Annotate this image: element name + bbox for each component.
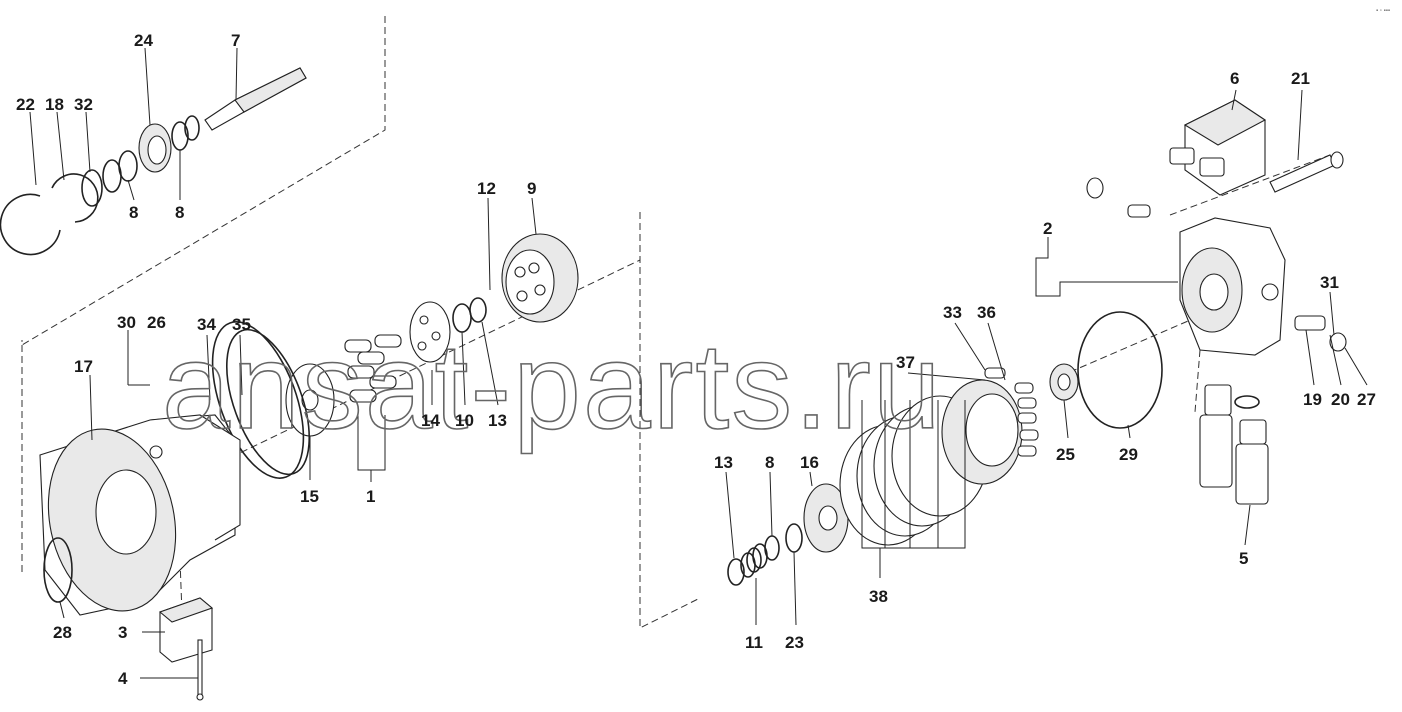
rear-cover [1179, 217, 1286, 356]
callout-4: 4 [118, 669, 128, 688]
callout-23: 23 [785, 633, 804, 652]
callout-12: 12 [477, 179, 496, 198]
callout-13a: 13 [488, 411, 507, 430]
callout-30: 30 [117, 313, 136, 332]
callout-33: 33 [943, 303, 962, 322]
callout-24: 24 [134, 31, 153, 50]
brake-assembly [727, 311, 1163, 586]
corner-mark: ▪ ▫ ▪▪▪ [1376, 8, 1390, 14]
callout-14: 14 [421, 411, 440, 430]
callout-11: 11 [745, 633, 763, 652]
callout-6: 6 [1230, 69, 1239, 88]
callout-28: 28 [53, 623, 72, 642]
relief-valves [1199, 384, 1269, 505]
callout-7: 7 [231, 31, 240, 50]
callout-34: 34 [197, 315, 216, 334]
callout-22: 22 [16, 95, 35, 114]
pistons [344, 334, 402, 403]
rotary-group [211, 233, 579, 479]
callout-5: 5 [1239, 549, 1248, 568]
brake-springs [984, 367, 1039, 457]
leader-lines [29, 47, 1368, 679]
callout-21: 21 [1291, 69, 1310, 88]
callout-labels: 22 18 32 24 7 8 8 12 9 30 26 34 35 17 14… [16, 31, 1376, 688]
callout-38: 38 [869, 587, 888, 606]
callout-8a: 8 [129, 203, 138, 222]
callout-17: 17 [74, 357, 93, 376]
callout-9: 9 [527, 179, 536, 198]
bolt-21 [1269, 151, 1344, 193]
callout-36: 36 [977, 303, 996, 322]
callout-35: 35 [232, 315, 251, 334]
counterbalance-valve [1169, 99, 1267, 196]
callout-1: 1 [366, 487, 375, 506]
callout-16: 16 [800, 453, 819, 472]
shaft-assembly [0, 67, 307, 256]
callout-2: 2 [1043, 219, 1052, 238]
watermark-text: ansat-parts.ru [162, 318, 943, 454]
callout-26: 26 [147, 313, 166, 332]
callout-10: 10 [455, 411, 474, 430]
fittings [1086, 177, 1347, 352]
callout-25: 25 [1056, 445, 1075, 464]
callout-19: 19 [1303, 390, 1322, 409]
callout-27: 27 [1357, 390, 1376, 409]
callout-37: 37 [896, 353, 915, 372]
callout-20: 20 [1331, 390, 1350, 409]
callout-32: 32 [74, 95, 93, 114]
callout-13b: 13 [714, 453, 733, 472]
callout-18: 18 [45, 95, 64, 114]
callout-31: 31 [1320, 273, 1339, 292]
spring [740, 543, 768, 578]
callout-29: 29 [1119, 445, 1138, 464]
callout-8c: 8 [765, 453, 774, 472]
callout-3: 3 [118, 623, 127, 642]
valve-block [158, 597, 214, 701]
callout-15: 15 [300, 487, 319, 506]
callout-8b: 8 [175, 203, 184, 222]
motor-housing [39, 414, 241, 616]
